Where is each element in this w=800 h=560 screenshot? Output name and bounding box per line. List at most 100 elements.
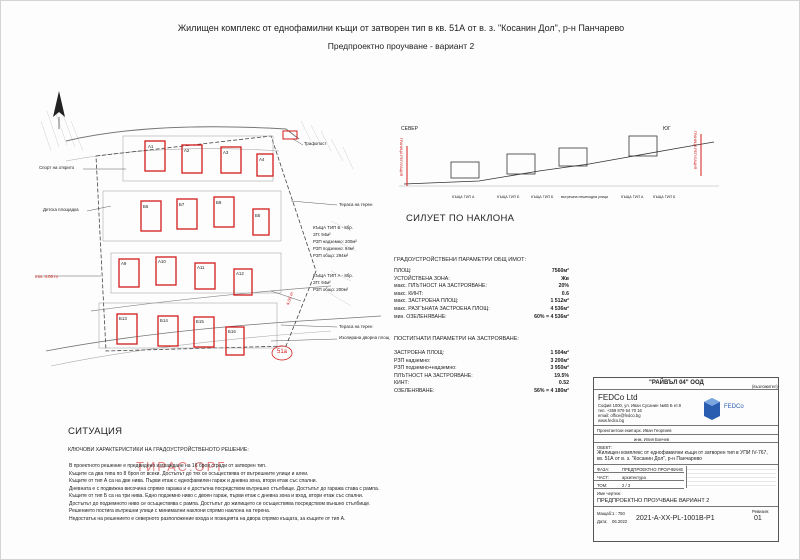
lot-a4: A4: [259, 157, 265, 162]
param-row: макс. КИНТ:0.6: [394, 290, 569, 297]
param-row: макс. РАЗГЪНАТА ЗАСТРОЕНА ПЛОЩ:4 536м²: [394, 305, 569, 312]
stamp-firm-note: (възложител): [752, 384, 778, 389]
stamp-email: email: office@fedco.bg: [598, 413, 641, 418]
lot-b5: Б5: [255, 213, 261, 218]
stamp-date: 06.2022: [612, 519, 628, 524]
param-row: ОЗЕЛЕНЯВАНЕ:56% = 4 180м²: [394, 387, 569, 394]
title-block: "РАЙВЪЛ 04" ООД (възложител) FEDCo Ltd С…: [593, 377, 779, 542]
stamp-company: FEDCo Ltd: [598, 393, 638, 402]
stamp-phase-label: ФАЗА:: [597, 467, 610, 472]
type-b-line-1: ЗП: 94м²: [313, 232, 331, 237]
stamp-drawing: ПРЕДПРОЕКТНО ПРОУЧВАНЕ ВАРИАНТ 2: [597, 498, 710, 504]
section-house-2: КЪЩА ТИП Б: [497, 195, 520, 199]
lot-b6: Б6: [143, 204, 149, 209]
stamp-code: 2021-A-XX-PL-1001B-P1: [636, 515, 715, 522]
params-general-table: ПЛОЩ:7560м² УСТОЙСТВЕНА ЗОНА:Жв макс. ПЛ…: [394, 268, 569, 321]
lot-a1: A1: [148, 144, 154, 149]
fedco-logo: FEDCo: [698, 394, 768, 422]
lot-a11: А11: [197, 265, 205, 270]
keys-line: Дневната е с подвижна височина спрямо га…: [69, 485, 380, 492]
reg-left: ГРАНИЦА РЕГУЛАЦИЯ: [399, 138, 403, 177]
keys-line: В проектното решение е предвидено изграж…: [69, 463, 267, 469]
type-b-title: КЪЩА ТИП Б - 8бр.: [313, 225, 353, 230]
type-b-line-3: РЗП подземно: 94м²: [313, 246, 355, 251]
type-a-line-2: РЗП общо: 200м²: [313, 287, 349, 292]
param-row: ЗАСТРОЕНА ПЛОЩ:1 504м²: [394, 350, 569, 356]
label-sport: Спорт на открито: [39, 165, 75, 170]
param-row: ПЛЪТНОСТ НА ЗАСТРОЯВАНЕ:19.5%: [394, 372, 569, 379]
keys-line: Къщите от тип А са на две нива. Първи ет…: [69, 478, 317, 484]
keys-line: Къщите от тип Б са на три нива. Едно под…: [69, 493, 364, 499]
type-b-line-4: РЗП общо: 294м²: [313, 253, 349, 258]
sheet-title: Жилищен комплекс от еднофамилни къщи от …: [177, 23, 625, 33]
stamp-phone: тел. +359 879 54 70 16: [598, 408, 642, 413]
keys-line: Решението постига вътрешни улици с миним…: [69, 508, 271, 514]
lot-a12: А12: [236, 271, 244, 276]
lot-b8: Б8: [216, 200, 222, 205]
lot-a2: A2: [184, 148, 190, 153]
type-b-line-2: РЗП надземно: 200м²: [313, 239, 357, 244]
stamp-designer-label: Проектантски екип: [597, 428, 634, 433]
label-offset-left: min. 4.00 m: [35, 274, 58, 279]
params-general-heading: ГРАДОУСТРОЙСТВЕНИ ПАРАМЕТРИ ОБЩ ИМОТ:: [394, 257, 526, 263]
label-playground: Детска площадка: [43, 207, 79, 212]
stamp-object-label: ОБЕКТ:: [597, 445, 612, 450]
param-row: ПЛОЩ:7560м²: [394, 268, 569, 274]
stamp-object: Жилищен комплекс от еднофамилни къщи от …: [597, 450, 768, 462]
keys-line: Недостатък на решението е северното разп…: [69, 515, 346, 522]
param-row: КИНТ:0.52: [394, 380, 569, 387]
stamp-disclaimer: [686, 466, 776, 488]
param-row: мин. ОЗЕЛЕНЯВАНЕ:60% = 4 536м²: [394, 313, 569, 320]
type-a-line-1: ЗП: 94м²: [313, 280, 331, 285]
label-north: СЕВЕР: [401, 126, 418, 132]
lot-a9: А9: [121, 261, 127, 266]
lot-b14: Б14: [160, 318, 168, 323]
stamp-address: София 1000, ул. Иван Сусанин №65 Б ет.8: [598, 403, 681, 408]
stamp-web: www.fedco.bg: [598, 418, 625, 423]
lot-a3: A3: [223, 150, 229, 155]
stamp-phase: ПРЕДПРОЕКТНО ПРОУЧВАНЕ: [622, 467, 684, 472]
section-heading: СИЛУЕТ ПО НАКЛОНА: [406, 213, 515, 224]
param-row: макс. ЗАСТРОЕНА ПЛОЩ:1 512м²: [394, 298, 569, 305]
lot-b16: Б16: [228, 329, 236, 334]
lot-b7: Б7: [179, 202, 185, 207]
section-walkway: вътрешна пешеходна улица: [561, 195, 608, 199]
label-transformer: Трафопост: [304, 141, 327, 146]
situation-heading: СИТУАЦИЯ: [68, 426, 123, 437]
label-terrace-1: Тераса на терен: [339, 202, 373, 207]
stamp-part: архитектура: [622, 475, 646, 480]
param-row: макс. ПЛЪТНОСТ НА ЗАСТРОЯВАНЕ:20%: [394, 283, 569, 290]
stamp-sheet: 2 / 3: [622, 483, 631, 488]
label-yard: Изолирана дворна площ: [339, 335, 390, 340]
reg-right: ГРАНИЦА РЕГУЛАЦИЯ: [693, 131, 697, 170]
param-row: УСТОЙСТВЕНА ЗОНА:Жв: [394, 275, 569, 282]
keys-line: Къщите са два типа по 8 броя от всеки. Д…: [69, 470, 309, 477]
section-house-5: КЪЩА ТИП Б: [653, 195, 676, 199]
params-achieved-table: ЗАСТРОЕНА ПЛОЩ:1 504м² РЗП надземно:3 20…: [394, 350, 569, 396]
section-house-4: КЪЩА ТИП А: [621, 195, 644, 199]
keys-list: В проектното решение е предвидено изграж…: [69, 463, 379, 523]
site-plan: [35, 91, 382, 367]
section-house-3: КЪЩА ТИП Б: [531, 195, 554, 199]
stamp-sheet-label: ТОМ:: [597, 483, 608, 488]
lot-b13: Б13: [119, 316, 127, 321]
param-row: РЗП подземно+надземно:3 950м²: [394, 365, 569, 372]
label-south: ЮГ: [663, 126, 671, 132]
lot-a10: А10: [158, 259, 166, 264]
slope-section: [399, 134, 719, 187]
lot-b15: Б15: [196, 319, 204, 324]
stamp-designer-2: инж. Илия Бончев: [634, 437, 670, 442]
stamp-designer: арх. Иван Георгиев: [634, 428, 672, 433]
north-arrow-icon: [53, 91, 65, 129]
stamp-scale-label: Мащаб:: [597, 511, 613, 516]
stamp-part-label: ЧАСТ:: [597, 475, 610, 480]
section-house-1: КЪЩА ТИП А: [452, 195, 475, 199]
stamp-revision-label: Ревизия:: [752, 509, 770, 514]
stamp-firm: "РАЙВЪЛ 04" ООД: [649, 380, 704, 386]
keys-heading: КЛЮЧОВИ ХАРАКТЕРИСТИКИ НА ГРАДОУСТРОЙСТВ…: [68, 447, 249, 453]
type-a-title: КЪЩА ТИП А - 8бр.: [313, 273, 353, 278]
label-terrace-2: Тераса на терен: [339, 324, 373, 329]
label-block: 51а: [277, 349, 288, 355]
watermark: ТИРАС.ОРГ: [136, 459, 227, 474]
